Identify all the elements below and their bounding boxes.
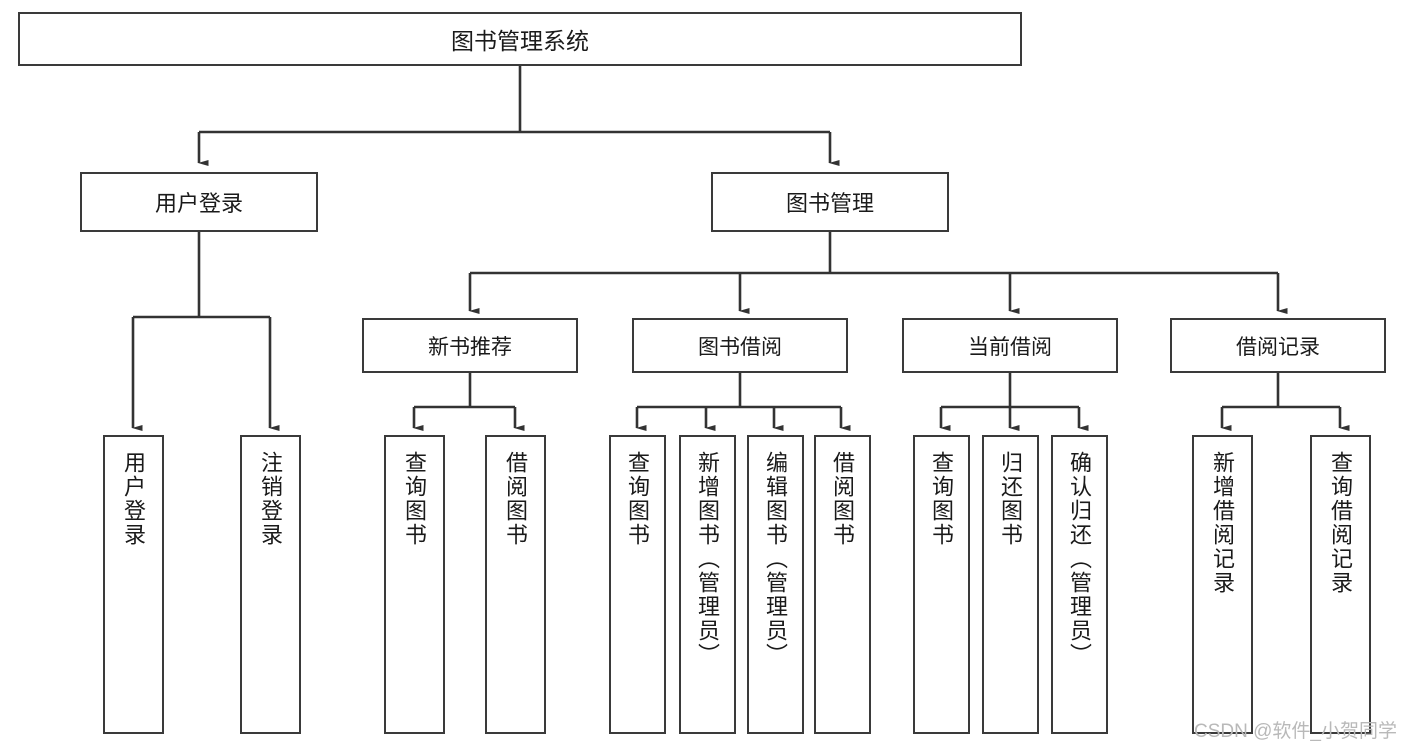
watermark-text: CSDN @软件_小贺同学 <box>1194 721 1397 742</box>
leaf-add-book-admin[interactable]: 新增图书（管理员） <box>679 435 736 734</box>
node-label: 查询图书 <box>625 451 651 547</box>
node-new-book-recommend[interactable]: 新书推荐 <box>362 318 578 373</box>
leaf-return-book[interactable]: 归还图书 <box>982 435 1039 734</box>
node-label: 用户登录 <box>154 191 243 216</box>
leaf-borrow-book[interactable]: 借阅图书 <box>814 435 871 734</box>
node-label: 图书管理 <box>785 191 874 216</box>
node-label: 借阅图书 <box>830 451 856 547</box>
node-borrow-record[interactable]: 借阅记录 <box>1170 318 1386 373</box>
node-book-borrow[interactable]: 图书借阅 <box>632 318 848 373</box>
leaf-search-book-borrow[interactable]: 查询图书 <box>609 435 666 734</box>
node-label: 查询借阅记录 <box>1328 451 1354 595</box>
node-label: 借阅图书 <box>503 451 529 547</box>
node-label: 借阅记录 <box>1236 335 1320 359</box>
node-label: 当前借阅 <box>968 335 1052 359</box>
node-label: 新增借阅记录 <box>1210 451 1236 595</box>
leaf-borrow-book-recommend[interactable]: 借阅图书 <box>485 435 546 734</box>
leaf-confirm-return-admin[interactable]: 确认归还（管理员） <box>1051 435 1108 734</box>
leaf-search-borrow-record[interactable]: 查询借阅记录 <box>1310 435 1371 734</box>
node-label: 用户登录 <box>121 451 147 547</box>
node-book-management[interactable]: 图书管理 <box>711 172 949 232</box>
node-root-system[interactable]: 图书管理系统 <box>18 12 1022 66</box>
leaf-edit-book-admin[interactable]: 编辑图书（管理员） <box>747 435 804 734</box>
leaf-user-logout[interactable]: 注销登录 <box>240 435 301 734</box>
node-label: 查询图书 <box>402 451 428 547</box>
leaf-search-book-current[interactable]: 查询图书 <box>913 435 970 734</box>
node-label: 新书推荐 <box>428 335 512 359</box>
node-label: 图书管理系统 <box>451 28 589 54</box>
node-label: 新增图书（管理员） <box>695 451 721 667</box>
node-current-borrow[interactable]: 当前借阅 <box>902 318 1118 373</box>
node-label: 注销登录 <box>258 451 284 547</box>
node-label: 编辑图书（管理员） <box>763 451 789 667</box>
node-label: 图书借阅 <box>698 335 782 359</box>
leaf-search-book-recommend[interactable]: 查询图书 <box>384 435 445 734</box>
node-label: 确认归还（管理员） <box>1067 451 1093 667</box>
node-label: 归还图书 <box>998 451 1024 547</box>
node-label: 查询图书 <box>929 451 955 547</box>
node-user-login[interactable]: 用户登录 <box>80 172 318 232</box>
leaf-add-borrow-record[interactable]: 新增借阅记录 <box>1192 435 1253 734</box>
leaf-user-login[interactable]: 用户登录 <box>103 435 164 734</box>
